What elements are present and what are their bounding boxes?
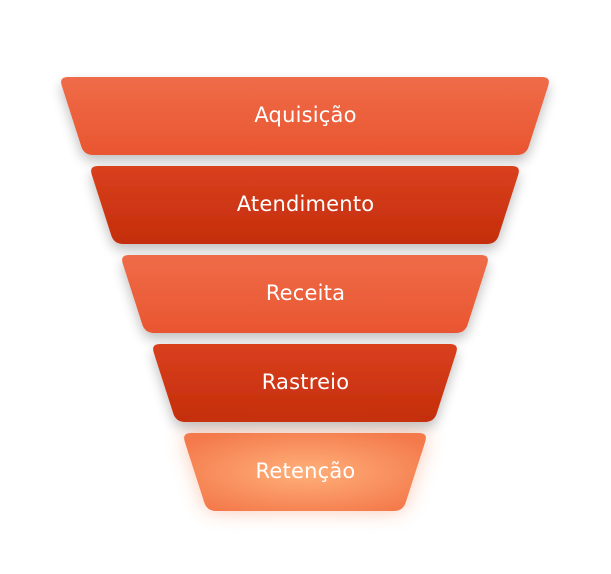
funnel-stage-shape [122, 255, 488, 333]
funnel-stage-shape [61, 77, 549, 155]
funnel-stage-label: Atendimento [236, 192, 375, 216]
funnel-stage-label: Rastreio [261, 370, 350, 394]
funnel-stage-shape [91, 166, 519, 244]
funnel-stage-shape [153, 344, 457, 422]
funnel-stage-label: Retenção [255, 459, 356, 483]
funnel-stage-label: Receita [265, 281, 346, 305]
funnel-stage-shape [184, 433, 426, 511]
funnel-stage-label: Aquisição [254, 103, 357, 127]
